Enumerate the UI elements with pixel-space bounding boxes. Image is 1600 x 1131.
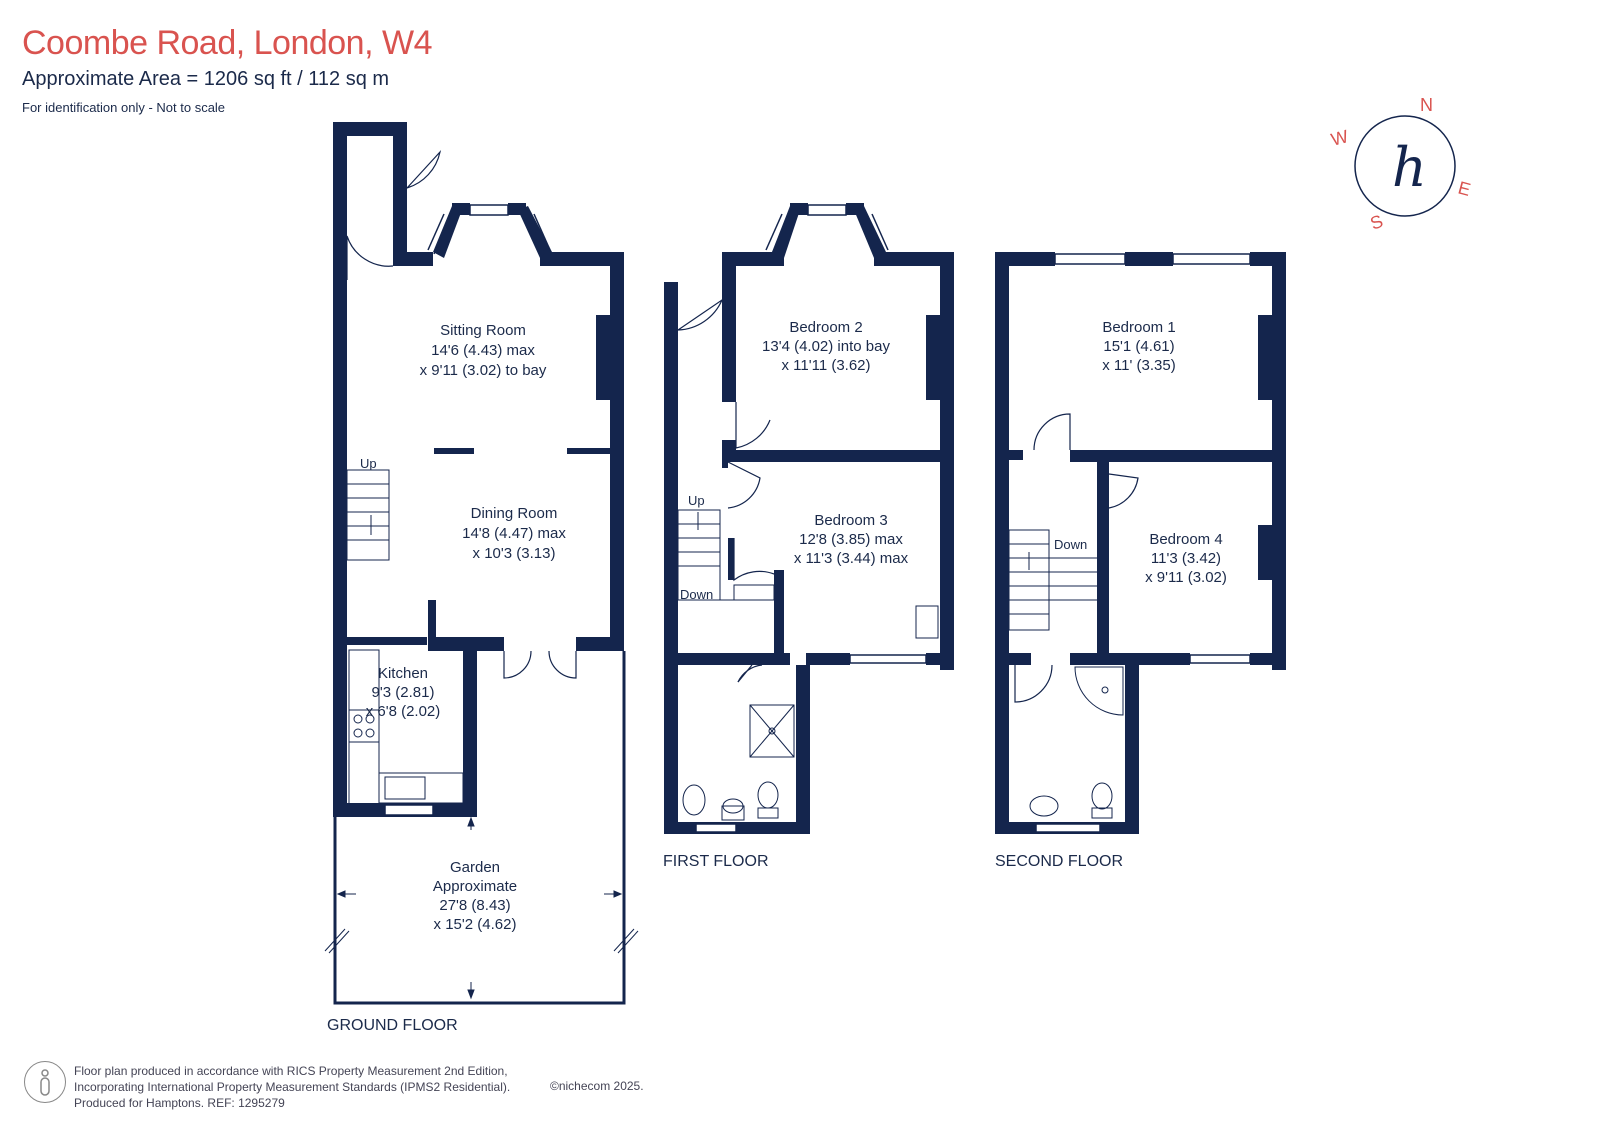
first-floor-stairs xyxy=(677,509,775,601)
bedroom3-name: Bedroom 3 xyxy=(814,512,887,529)
dining-room-size: 14'8 (4.47) max xyxy=(462,525,566,542)
footer-text: Floor plan produced in accordance with R… xyxy=(74,1063,510,1111)
footer-line-3: Produced for Hamptons. REF: 1295279 xyxy=(74,1096,285,1110)
first-up-label: Up xyxy=(688,493,705,508)
compass-s: S xyxy=(1368,211,1386,234)
person-info-icon xyxy=(24,1061,66,1103)
garden-name: Garden xyxy=(450,859,500,876)
bedroom4-size: 11'3 (3.42) xyxy=(1151,550,1221,567)
bedroom4-size-2: x 9'11 (3.02) xyxy=(1145,569,1227,586)
compass-logo-icon: h N E S W xyxy=(1329,95,1473,234)
kitchen-fittings xyxy=(348,649,464,806)
first-down-label: Down xyxy=(680,587,713,602)
area-subtitle: Approximate Area = 1206 sq ft / 112 sq m xyxy=(22,68,390,90)
garden-size-2: x 15'2 (4.62) xyxy=(434,916,517,933)
kitchen-size-2: x 6'8 (2.02) xyxy=(366,703,441,720)
garden-boundary xyxy=(333,651,626,1005)
wall xyxy=(393,122,407,188)
wall xyxy=(428,600,436,645)
ground-stairs-label: Up xyxy=(360,456,377,471)
wall xyxy=(393,188,407,266)
first-floor xyxy=(664,203,954,834)
bedroom2-size: 13'4 (4.02) into bay xyxy=(762,338,890,355)
windows xyxy=(384,204,551,816)
second-floor-windows xyxy=(1035,253,1251,833)
wall xyxy=(463,637,477,815)
compass-n: N xyxy=(1420,95,1433,115)
bay-wall xyxy=(433,206,462,258)
scale-note: For identification only - Not to scale xyxy=(22,100,226,115)
bedroom2-name: Bedroom 2 xyxy=(789,319,862,336)
kitchen-name: Kitchen xyxy=(378,665,428,682)
page-title: Coombe Road, London, W4 xyxy=(22,24,432,62)
sitting-room-size-2: x 9'11 (3.02) to bay xyxy=(420,362,547,379)
sitting-room-name: Sitting Room xyxy=(440,322,526,339)
kitchen-size: 9'3 (2.81) xyxy=(372,684,435,701)
wall xyxy=(576,637,624,651)
dining-room-name: Dining Room xyxy=(471,505,558,522)
wall xyxy=(333,122,407,136)
footer-line-1: Floor plan produced in accordance with R… xyxy=(74,1064,508,1078)
dining-room-size-2: x 10'3 (3.13) xyxy=(473,545,556,562)
bedroom3-size-2: x 11'3 (3.44) max xyxy=(794,550,909,567)
footer-line-2: Incorporating International Property Mea… xyxy=(74,1080,511,1094)
garden-approx: Approximate xyxy=(433,878,517,895)
logo-letter: h xyxy=(1392,136,1427,199)
wall xyxy=(567,448,612,454)
bedroom1-size: 15'1 (4.61) xyxy=(1103,338,1174,355)
wall xyxy=(610,252,624,638)
second-floor-stairs xyxy=(1008,529,1097,631)
second-floor-bathroom xyxy=(1029,666,1124,819)
wall xyxy=(393,252,433,266)
wall xyxy=(434,448,474,454)
wall xyxy=(347,637,427,645)
ground-floor-label: GROUND FLOOR xyxy=(327,1017,458,1034)
first-floor-windows xyxy=(695,204,927,833)
bedroom2-size-2: x 11'11 (3.62) xyxy=(781,357,870,374)
garden-size: 27'8 (8.43) xyxy=(439,897,510,914)
bedroom4-name: Bedroom 4 xyxy=(1149,531,1222,548)
wall xyxy=(452,203,470,215)
bedroom1-name: Bedroom 1 xyxy=(1102,319,1175,336)
second-floor-label: SECOND FLOOR xyxy=(995,853,1123,870)
sitting-room-size: 14'6 (4.43) max xyxy=(431,342,535,359)
second-floor xyxy=(995,252,1286,834)
wall xyxy=(540,252,624,266)
compass-e: E xyxy=(1456,178,1473,200)
first-floor-bathroom xyxy=(682,605,939,821)
second-down-label: Down xyxy=(1054,537,1087,552)
stairs xyxy=(346,469,390,561)
second-floor-doors xyxy=(1014,413,1139,703)
bedroom3-size: 12'8 (3.85) max xyxy=(799,531,903,548)
first-floor-doors xyxy=(677,298,775,683)
bedroom1-size-2: x 11' (3.35) xyxy=(1102,357,1175,374)
wall xyxy=(596,315,612,400)
footer-copyright: ©nichecom 2025. xyxy=(550,1079,644,1093)
wall xyxy=(333,122,347,808)
compass-w: W xyxy=(1329,126,1351,150)
ground-floor xyxy=(333,122,624,817)
doors xyxy=(346,149,577,679)
garden-arrows xyxy=(324,816,639,1000)
first-floor-label: FIRST FLOOR xyxy=(663,853,769,870)
